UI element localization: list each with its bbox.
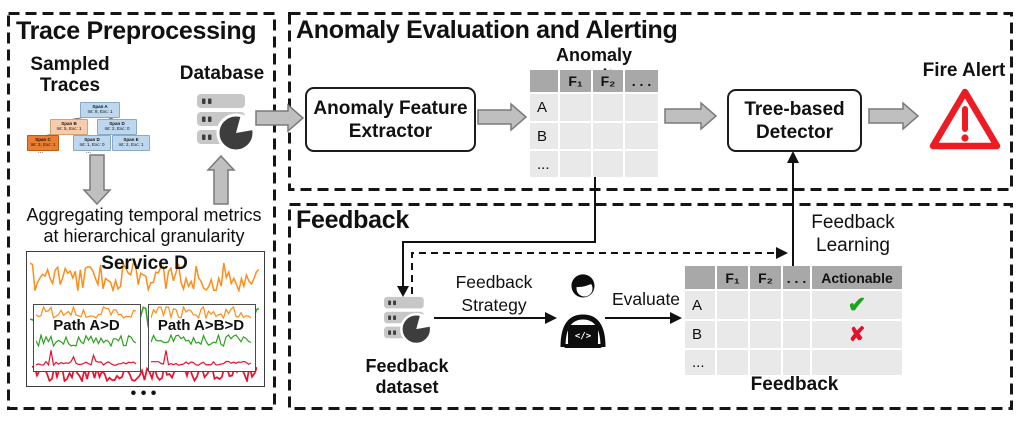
table-header-cell: F₂ xyxy=(750,266,781,289)
database-icon xyxy=(197,92,255,152)
table-cell xyxy=(750,291,781,319)
path-abd-line-red xyxy=(151,350,251,366)
arrow-results-to-detector xyxy=(664,101,718,131)
table-header-cell: . . . xyxy=(783,266,810,289)
table-cell xyxy=(560,94,591,121)
database-label: Database xyxy=(179,63,265,84)
service-chart-title: Service D xyxy=(101,253,188,274)
arrowhead-into-detector xyxy=(787,151,799,163)
table-cell: B xyxy=(685,321,715,348)
service-metric-line-orange xyxy=(30,262,259,292)
feedback-section-title: Feedback xyxy=(296,206,409,234)
table-cell: A xyxy=(685,291,715,319)
tree-more-dots: ... xyxy=(38,149,44,155)
table-cell: ✘ xyxy=(812,321,902,348)
table-cell xyxy=(593,94,623,121)
table-header-cell: F₂ xyxy=(593,70,623,92)
trace-section-title: Trace Preprocessing xyxy=(16,17,257,45)
fire-alert-warning-icon xyxy=(929,88,1001,150)
table-cell xyxy=(625,151,658,177)
feedback-section-border xyxy=(288,203,1013,410)
table-cell xyxy=(625,123,658,149)
path-abd-line-green xyxy=(151,334,251,347)
evaluate-label: Evaluate xyxy=(611,289,681,309)
table-header-cell: Actionable xyxy=(812,266,902,289)
tree-more-dots: ... xyxy=(86,149,92,155)
path-ad-title: Path A>D xyxy=(53,317,120,334)
arrow-traces-down xyxy=(82,154,112,206)
anomaly-section-title: Anomaly Evaluation and Alerting xyxy=(296,16,678,44)
anomaly-section-border xyxy=(288,12,1013,191)
arrow-extractor-to-results xyxy=(477,102,528,132)
table-header-cell: F₁ xyxy=(560,70,591,92)
table-cell xyxy=(560,123,591,149)
table-cell xyxy=(750,321,781,348)
trace-section-border xyxy=(7,12,276,410)
table-cell xyxy=(560,151,591,177)
arrowhead-into-dataset xyxy=(397,286,409,297)
table-cell xyxy=(625,94,658,121)
fire-alert-label: Fire Alert xyxy=(922,60,1006,81)
table-cell xyxy=(783,321,810,348)
arrowhead-into-person xyxy=(545,312,557,324)
arrow-db-to-extractor xyxy=(255,103,305,133)
path-abd-line-orange xyxy=(151,306,251,319)
arrowhead-dashed-learning xyxy=(776,247,788,259)
feedback-dataset-icon xyxy=(384,295,432,345)
table-cell xyxy=(717,350,748,375)
table-cell: B xyxy=(530,123,558,149)
table-cell xyxy=(783,291,810,319)
table-cell xyxy=(750,350,781,375)
table-cell xyxy=(717,291,748,319)
table-cell xyxy=(593,123,623,149)
table-cell xyxy=(593,151,623,177)
table-header-cell xyxy=(685,266,715,289)
path-ad-line-red xyxy=(36,350,136,367)
arrowhead-into-feedbacktable xyxy=(670,312,682,324)
dashed-line-dataset-to-learning xyxy=(411,252,778,294)
table-cell: A xyxy=(530,94,558,121)
line-results-to-dataset xyxy=(402,177,596,288)
path-abd-title: Path A>B>D xyxy=(157,317,245,334)
arrow-metrics-to-db-up xyxy=(206,154,236,205)
table-cell: ✔ xyxy=(812,291,902,319)
feedback-table-caption: Feedback xyxy=(750,374,839,395)
table-cell: ... xyxy=(530,151,558,177)
more-metrics-dots: • • • xyxy=(130,385,157,402)
path-ad-line-green xyxy=(36,334,136,347)
table-cell: ... xyxy=(685,350,715,375)
table-cell xyxy=(783,350,810,375)
table-cell xyxy=(717,321,748,348)
table-header-cell: . . . xyxy=(625,70,658,92)
table-cell xyxy=(812,350,902,375)
service-metric-line-red xyxy=(32,365,257,382)
evaluator-person-icon: </> xyxy=(560,274,606,348)
arrow-detector-to-alert xyxy=(868,101,920,131)
table-header-cell xyxy=(530,70,558,92)
laptop-code-glyph: </> xyxy=(575,332,592,342)
table-header-cell: F₁ xyxy=(717,266,748,289)
path-ad-line-orange xyxy=(36,306,136,319)
